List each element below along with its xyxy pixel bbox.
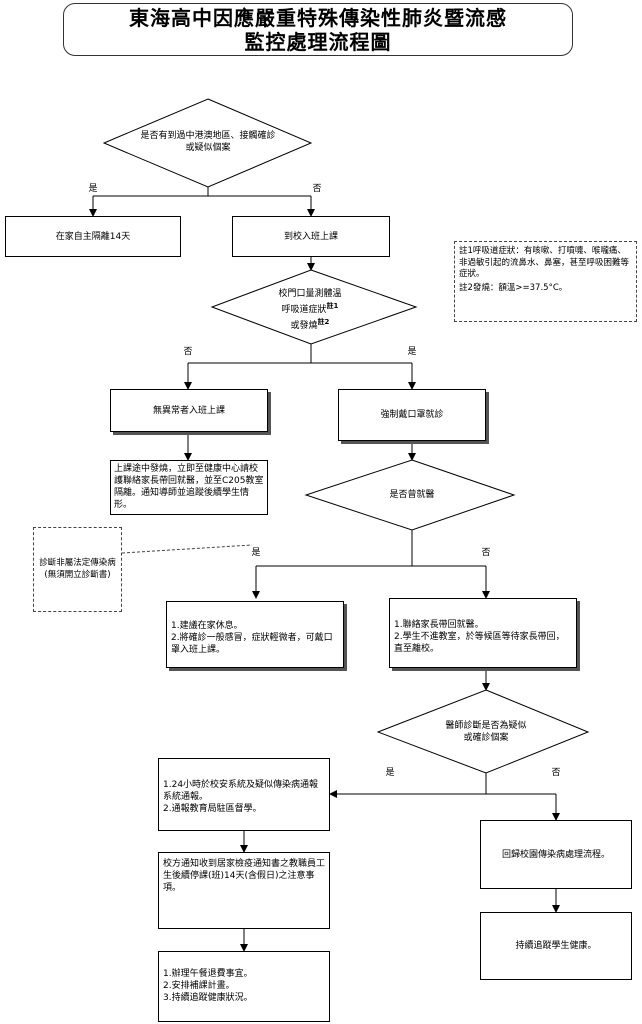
decision-doctor-yes: 是	[251, 548, 261, 558]
decision-diagnosis-line1: 醫師診斷是否為疑似	[445, 721, 527, 731]
decision-diagnosis-line2: 或確診個案	[463, 733, 509, 743]
title-line-2: 監控處理流程圖	[244, 29, 392, 54]
decision-diagnosis-no: 否	[551, 768, 561, 778]
contact-parents-item-1: 1.聯絡家長帶回就醫。	[394, 620, 484, 630]
contact-parents-box: 1.聯絡家長帶回就醫。 2.學生不進教室，於等候區等待家長帶回，直至離校。	[389, 598, 577, 668]
footnote-2-mark: 註2	[317, 318, 330, 326]
track-health-box: 持續追蹤學生健康。	[480, 912, 632, 980]
decision-travel-line1: 是否有到過中港澳地區、接觸確診	[140, 131, 276, 141]
decision-temperature-text: 校門口量測體溫 呼吸道症狀註1 或發燒註2	[255, 288, 365, 332]
note-2: 註2發燒：額溫>=37.5°C。	[459, 282, 568, 293]
decision-temperature-line3: 或發燒註2	[290, 318, 330, 331]
footnote-1-mark: 註1	[326, 302, 339, 310]
rest-home-item-2: 2.將確診一般感冒，症狀輕微者，可戴口罩入班上課。	[171, 633, 333, 655]
diagnosis-note-box: 診斷非屬法定傳染病(無須開立診斷書)	[33, 527, 122, 612]
page-title: 東海高中因應嚴重特殊傳染性肺炎暨流感 監控處理流程圖	[63, 3, 573, 56]
home-quarantine-box: 在家自主隔離14天	[5, 216, 181, 257]
contact-parents-item-2: 2.學生不進教室，於等候區等待家長帶回，直至離校。	[394, 632, 565, 654]
report-item-2: 2.通報教育局駐區督學。	[163, 804, 262, 814]
decision-travel-yes: 是	[88, 184, 98, 194]
decision-temperature-no: 否	[183, 347, 193, 357]
final-item-2: 2.安排補課計畫。	[163, 981, 235, 991]
final-actions-box: 1.辦理午餐退費事宜。 2.安排補課計畫。 3.持續追蹤健康狀況。	[158, 951, 330, 1022]
decision-diagnosis-yes: 是	[385, 768, 395, 778]
decision-travel-no: 否	[312, 184, 322, 194]
decision-temperature-line2: 呼吸道症狀註1	[281, 302, 339, 315]
rest-home-item-1: 1.建議在家休息。	[171, 621, 243, 631]
decision-doctor-no: 否	[481, 548, 491, 558]
note-1: 註1呼吸道症狀：有咳嗽、打噴嚏、喉嚨痛、非過敏引起的流鼻水、鼻塞，甚至呼吸困難等…	[459, 246, 630, 279]
mask-doctor-box: 強制戴口罩就診	[338, 389, 486, 441]
decision-temperature-line1: 校門口量測體溫	[278, 289, 342, 299]
go-to-school-box: 到校入班上課	[232, 216, 390, 257]
notes-box: 註1呼吸道症狀：有咳嗽、打噴嚏、喉嚨痛、非過敏引起的流鼻水、鼻塞，甚至呼吸困難等…	[454, 241, 637, 322]
title-line-1: 東海高中因應嚴重特殊傳染性肺炎暨流感	[129, 5, 507, 30]
diagnosis-note-text: 診斷非屬法定傳染病(無須開立診斷書)	[39, 558, 116, 580]
report-box: 1.24小時於校安系統及疑似傳染病通報系統通報。 2.通報教育局駐區督學。	[158, 758, 330, 831]
decision-travel-line2: 或疑似個案	[185, 143, 231, 153]
notice-box: 校方通知收到居家檢疫通知書之教職員工生後續停課(班)14天(含假日)之注意事項。	[158, 852, 330, 929]
rest-home-box: 1.建議在家休息。 2.將確診一般感冒，症狀輕微者，可戴口罩入班上課。	[166, 601, 344, 668]
final-item-3: 3.持續追蹤健康狀況。	[163, 993, 253, 1003]
decision-temperature-yes: 是	[407, 347, 417, 357]
fever-instructions-box: 上課途中發燒，立即至健康中心請校護聯絡家長帶回就醫，並至C205教室隔離。通知導…	[110, 460, 268, 515]
final-item-1: 1.辦理午餐退費事宜。	[163, 969, 253, 979]
report-item-1: 1.24小時於校安系統及疑似傳染病通報系統通報。	[163, 780, 319, 802]
decision-travel-text: 是否有到過中港澳地區、接觸確診 或疑似個案	[114, 130, 302, 154]
decision-diagnosis-text: 醫師診斷是否為疑似 或確診個案	[420, 720, 552, 744]
decision-doctor-text: 是否曾就醫	[389, 490, 435, 500]
school-process-box: 回歸校園傳染病處理流程。	[480, 820, 632, 889]
normal-class-box: 無異常者入班上課	[110, 389, 268, 432]
